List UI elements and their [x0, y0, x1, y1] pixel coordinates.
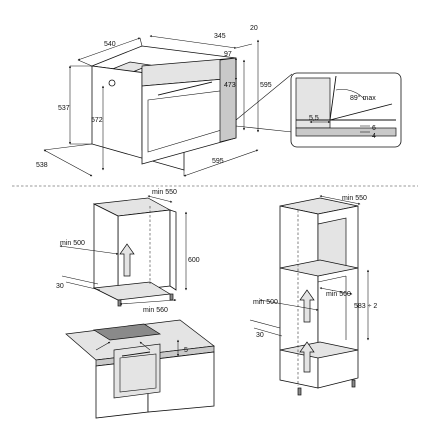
hinge-detail	[235, 72, 402, 148]
uc-min500-label: min 500	[60, 240, 85, 247]
oven-drawing	[90, 45, 237, 171]
hob-5-label: 5	[184, 347, 188, 354]
uc-600-label: 600	[188, 257, 200, 264]
dim-538-label: 538	[36, 162, 48, 169]
col-min560-label: min 560	[326, 291, 351, 298]
col-30-label: 30	[256, 332, 264, 339]
oven-dimensions	[43, 35, 260, 177]
detail-6-label: 6	[372, 125, 376, 132]
dim-572-label: 572	[91, 117, 103, 124]
hob-counter	[65, 319, 215, 419]
detail-55-label: 5,5	[309, 115, 319, 122]
dim-537-label: 537	[58, 105, 70, 112]
dim-20-label: 20	[250, 25, 258, 32]
column-dimensions	[249, 195, 370, 341]
dim-97-label: 97	[224, 51, 232, 58]
under-counter-cabinet	[92, 197, 177, 307]
dim-345-label: 345	[214, 33, 226, 40]
dim-473-label: 473	[224, 82, 236, 89]
under-counter-dimensions	[59, 195, 188, 305]
uc-min560-label: min 560	[143, 307, 168, 314]
dim-595-height-label: 595	[260, 82, 272, 89]
col-583-label: 583 ÷ 2	[354, 303, 377, 310]
uc-30-label: 30	[56, 283, 64, 290]
dim-595-width-label: 595	[212, 158, 224, 165]
col-min550-label: min 550	[342, 195, 367, 202]
detail-4-label: 4	[372, 133, 376, 140]
detail-angle-label: 89° max	[350, 94, 376, 102]
col-min500-label: min 500	[253, 299, 278, 306]
uc-min550-label: min 550	[152, 189, 177, 196]
dim-540-label: 540	[104, 41, 116, 48]
